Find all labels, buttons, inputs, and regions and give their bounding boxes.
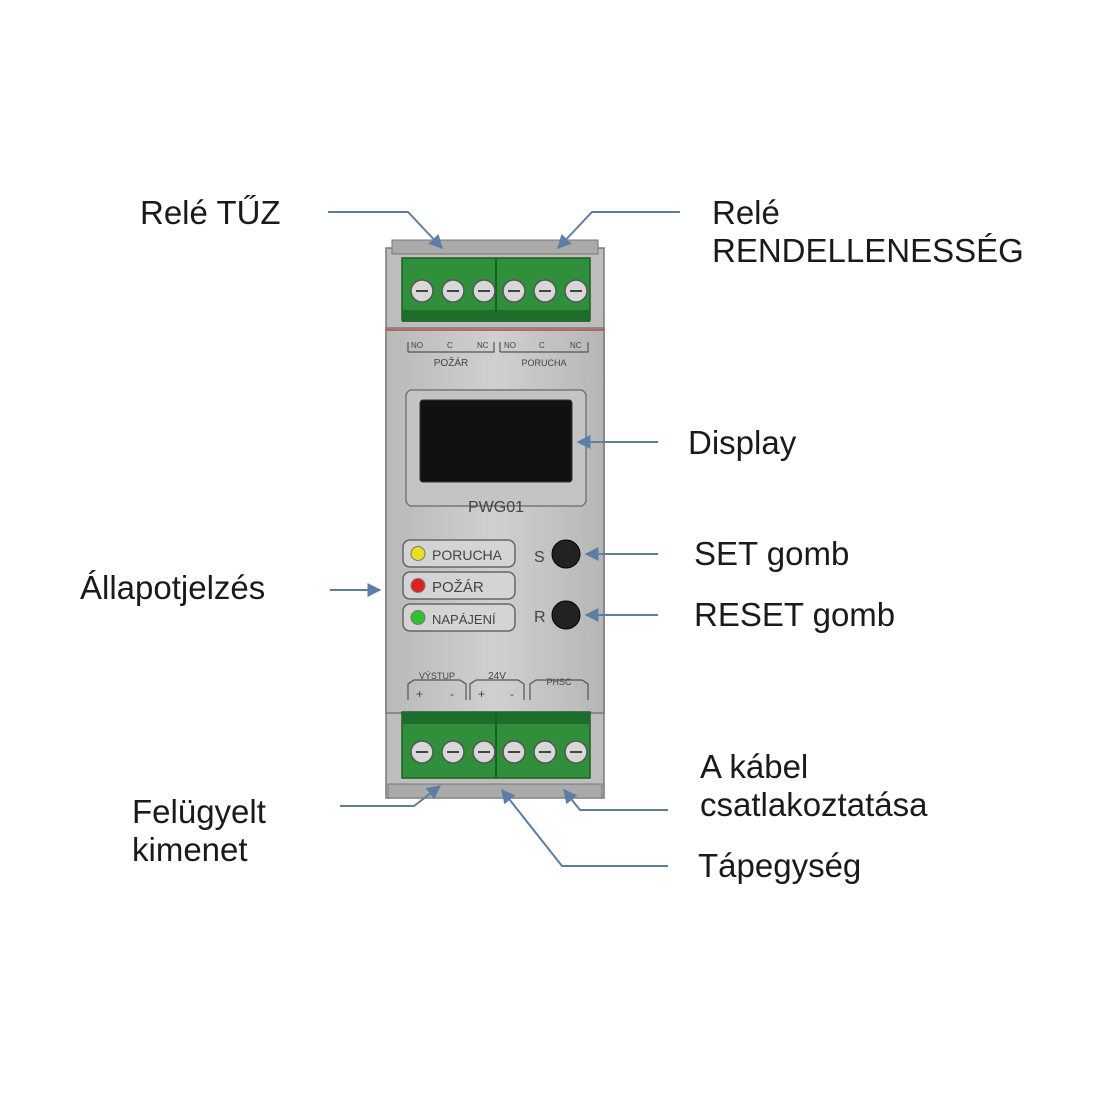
- callout-set-gomb: SET gomb: [694, 535, 850, 572]
- bottom-terminal-labels: VÝSTUP 24V PHSC + - + -: [407, 671, 589, 701]
- model-label: PWG01: [468, 499, 524, 516]
- svg-text:POŽÁR: POŽÁR: [432, 579, 484, 596]
- vystup-plus: +: [416, 687, 423, 701]
- callout-rele-rend-line1: Relé: [712, 194, 780, 231]
- led-napajeni: NAPÁJENÍ: [402, 603, 516, 632]
- set-button-letter: S: [534, 549, 545, 566]
- bottom-terminal-screws: [410, 740, 588, 764]
- callout-felugyelt-line1: Felügyelt: [132, 793, 266, 830]
- phsc-label: PHSC: [546, 677, 572, 687]
- callout-kabel-csatlakoztatasa: A kábel csatlakoztatása: [700, 748, 927, 824]
- reset-button: [551, 600, 581, 630]
- callout-felugyelt-line2: kimenet: [132, 831, 248, 868]
- callout-allapotjelzes: Állapotjelzés: [80, 569, 266, 606]
- 24v-label: 24V: [488, 671, 506, 682]
- pin-nc-left: NC: [477, 341, 489, 350]
- led-red: [410, 578, 426, 593]
- svg-text:PORUCHA: PORUCHA: [432, 547, 503, 563]
- status-leds: PORUCHA POŽÁR NAPÁJENÍ: [402, 539, 516, 632]
- led-porucha: PORUCHA: [402, 539, 516, 568]
- pin-nc-right: NC: [570, 341, 582, 350]
- top-terminal-screws: [410, 279, 588, 303]
- led-green: [410, 610, 426, 625]
- callout-rele-rend-line2: RENDELLENESSÉG: [712, 232, 1024, 269]
- arrow-rele-tuz: [328, 211, 443, 250]
- display-panel: PWG01: [405, 389, 587, 516]
- bottom-terminal-block: [401, 711, 591, 779]
- top-terminal-labels: NO C NC NO C NC POŽÁR PORUCHA: [407, 341, 589, 369]
- 24v-minus: -: [510, 687, 514, 701]
- led-pozar: POŽÁR: [402, 571, 516, 600]
- callout-arrows: [328, 211, 680, 867]
- device-buttons: S R: [534, 539, 581, 630]
- arrow-tapegyseg: [501, 788, 668, 867]
- callout-reset-gomb: RESET gomb: [694, 596, 896, 633]
- arrow-kabel: [563, 788, 668, 811]
- callout-tapegyseg: Tápegység: [698, 847, 862, 884]
- svg-text:NAPÁJENÍ: NAPÁJENÍ: [432, 612, 496, 627]
- group-porucha-label: PORUCHA: [521, 358, 566, 368]
- callout-kabel-line2: csatlakoztatása: [700, 786, 928, 823]
- callout-felugyelt-kimenet: Felügyelt kimenet: [132, 793, 266, 869]
- pin-no-right: NO: [504, 341, 516, 350]
- 24v-plus: +: [478, 687, 485, 701]
- led-yellow: [410, 546, 426, 561]
- callout-display: Display: [688, 424, 797, 461]
- arrow-rele-rend: [557, 211, 680, 250]
- callout-rele-rendellenesseg: Relé RENDELLENESSÉG: [712, 194, 1024, 270]
- vystup-minus: -: [450, 687, 454, 701]
- callout-rele-tuz: Relé TŰZ: [140, 194, 281, 231]
- set-button: [551, 539, 581, 569]
- pin-no-left: NO: [411, 341, 423, 350]
- pin-c-left: C: [447, 341, 453, 350]
- pin-c-right: C: [539, 341, 545, 350]
- group-pozar-label: POŽÁR: [434, 356, 468, 369]
- callout-kabel-line1: A kábel: [700, 748, 809, 785]
- reset-button-letter: R: [534, 609, 546, 626]
- vystup-label: VÝSTUP: [419, 671, 455, 681]
- arrow-felugyelt: [340, 785, 442, 807]
